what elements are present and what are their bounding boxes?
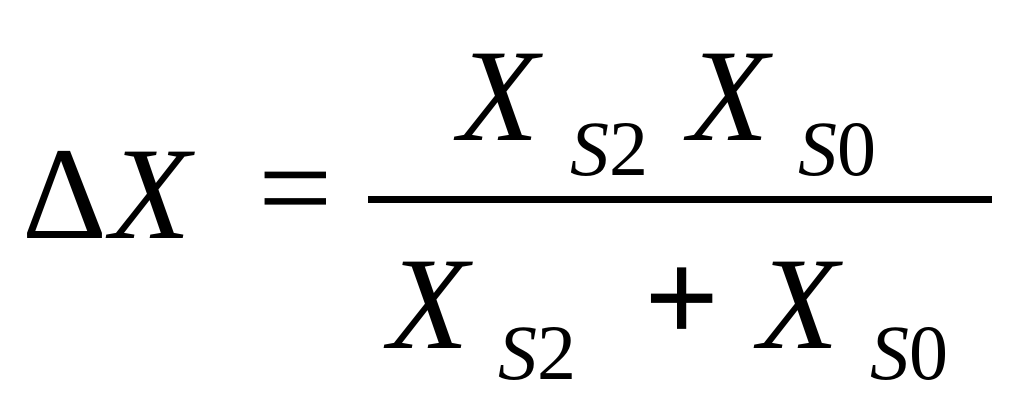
numerator-term2-variable: X [688,22,769,169]
numerator-term2-sub-letter: S [798,105,837,192]
denominator-term2-sub-digit: 0 [909,309,948,396]
numerator-term1-subscript: S2 [570,110,648,188]
numerator-term2-sub-digit: 0 [837,105,876,192]
lhs-delta: Δ [22,120,107,267]
plus-operator: + [644,224,720,371]
fraction-bar [368,196,992,203]
lhs-variable: X [110,120,191,267]
numerator-term1-sub-digit: 2 [609,105,648,192]
numerator-term1-variable: X [458,22,539,169]
denominator-term1-variable: X [388,230,469,377]
numerator-term2-subscript: S0 [798,110,876,188]
numerator-term1-sub-letter: S [570,105,609,192]
denominator-term1-subscript: S2 [498,314,576,392]
denominator-term2-variable: X [758,230,839,377]
equals-sign: = [258,114,333,261]
denominator-term2-subscript: S0 [870,314,948,392]
denominator-term1-sub-digit: 2 [537,309,576,396]
denominator-term1-sub-letter: S [498,309,537,396]
denominator-term2-sub-letter: S [870,309,909,396]
